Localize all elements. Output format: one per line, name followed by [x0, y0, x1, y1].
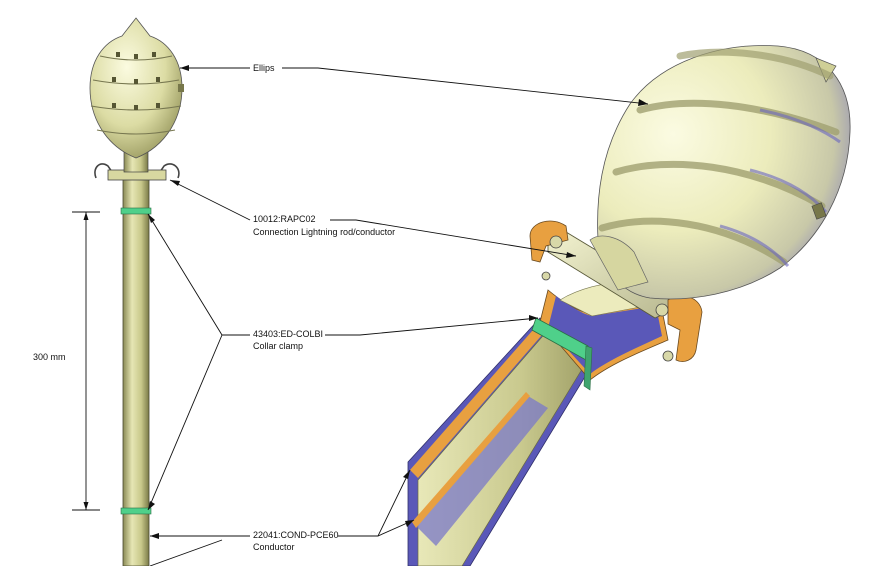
small-pole — [122, 175, 150, 566]
detail-collar-clamp-side — [583, 345, 593, 391]
small-head-ribs — [90, 55, 182, 135]
callout-collar: 43403:ED-COLBI Collar clamp — [147, 213, 539, 511]
small-head-vents — [112, 52, 160, 110]
small-collar-clamp-bottom — [120, 507, 152, 515]
small-collar-clamp-top — [120, 207, 152, 215]
detail-view — [407, 45, 851, 566]
detail-tube-inner-shadow — [416, 396, 548, 546]
callout-ellips-label: Ellips — [253, 63, 275, 73]
callout-connection: 10012:RAPC02 Connection Lightning rod/co… — [169, 179, 577, 258]
callout-collar-code: 43403:ED-COLBI — [253, 329, 323, 339]
callout-connection-name: Connection Lightning rod/conductor — [253, 227, 395, 237]
detail-head-ribs — [598, 48, 840, 266]
detail-tube-cut-orange — [410, 322, 548, 478]
callout-conductor-code: 22041:COND-PCE60 — [253, 530, 339, 540]
detail-bracket-ear-right — [667, 295, 703, 362]
callout-conductor-name: Conductor — [253, 542, 295, 552]
callout-conductor: 22041:COND-PCE60 Conductor — [149, 469, 415, 566]
dimension-300mm: 300 mm — [33, 211, 100, 511]
callout-collar-name: Collar clamp — [253, 341, 303, 351]
dimension-label: 300 mm — [33, 352, 66, 362]
detail-head-knob — [811, 202, 827, 220]
detail-neck — [589, 235, 649, 291]
detail-tube-cut-lower — [412, 392, 530, 528]
small-head-knob — [178, 84, 184, 92]
small-rod-view — [89, 17, 184, 566]
callout-ellips: Ellips — [180, 63, 649, 106]
detail-bracket-ear-left — [529, 220, 569, 263]
callout-connection-code: 10012:RAPC02 — [253, 214, 316, 224]
detail-bolts — [541, 235, 674, 362]
small-head — [89, 17, 183, 159]
